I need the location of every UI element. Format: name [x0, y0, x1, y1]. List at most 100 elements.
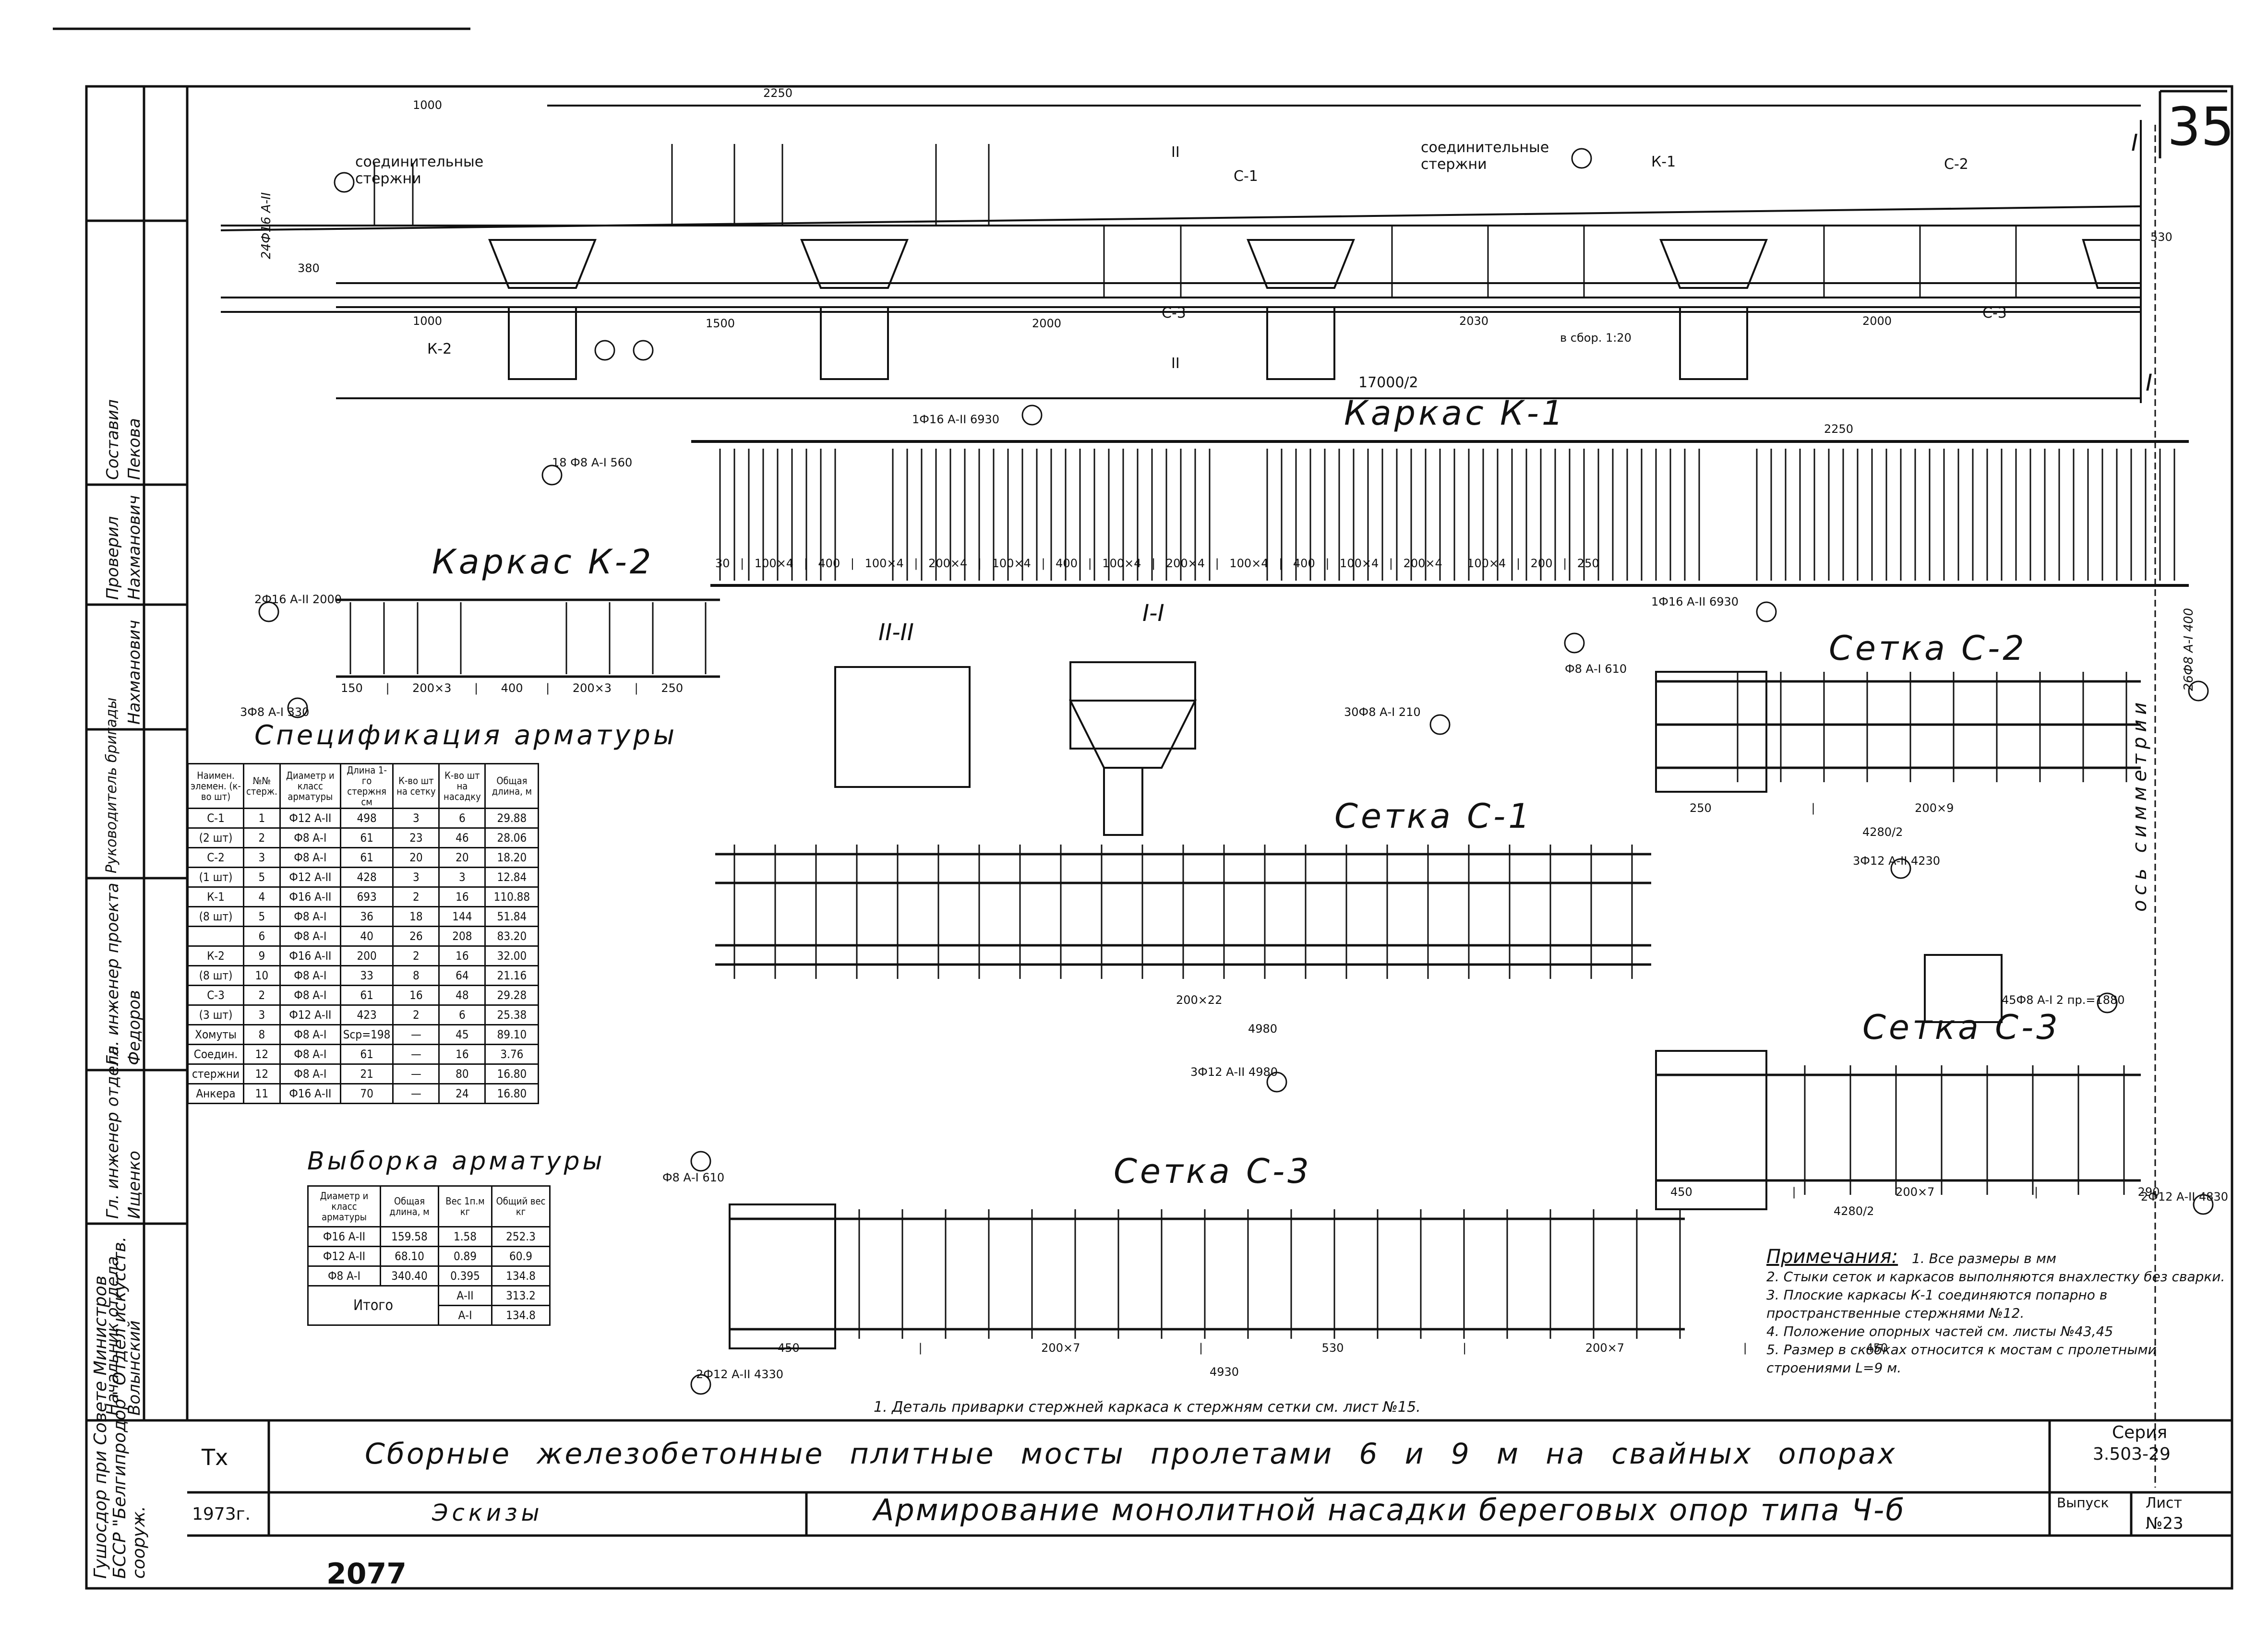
- spec-cell: Ф8 А-I: [279, 847, 341, 868]
- spec-cell: —: [392, 1063, 440, 1084]
- spec-cell: (2 шт): [187, 827, 244, 848]
- title-section-ii: II-II: [878, 619, 914, 646]
- title-setka-c3-right: Сетка С-3: [1862, 1008, 2061, 1047]
- vyborka-table: Диаметр и класс арматуры Общая длина, м …: [307, 1185, 551, 1326]
- spec-cell: 21.16: [484, 965, 540, 986]
- dim-top-mid: 2250: [763, 86, 793, 100]
- spec-cell: 208: [438, 926, 486, 947]
- dims-c2-total: 4280/2: [1862, 825, 1903, 839]
- spec-cell: Ф8 А-I: [279, 926, 341, 947]
- label-connecting-left: соединительные стержни: [355, 154, 484, 187]
- label-c3-a: С-3: [1162, 305, 1186, 322]
- title-list-label: Лист: [2146, 1495, 2183, 1512]
- spec-cell: Ф8 А-I: [279, 906, 341, 927]
- title-vypusk-label: Выпуск: [2057, 1495, 2109, 1511]
- title-karkas-k2: Каркас К-2: [432, 542, 654, 582]
- spec-cell: Ф8 А-I: [279, 985, 341, 1006]
- vyborka-total-label: Итого: [307, 1285, 439, 1326]
- spec-cell: 1: [243, 808, 281, 829]
- spec-cell: 48: [438, 985, 486, 1006]
- spec-cell: Ф8 А-I: [279, 1063, 341, 1084]
- spec-cell: 3: [438, 867, 486, 888]
- vyborka-cell: 340.40: [380, 1265, 439, 1287]
- spec-cell: 46: [438, 827, 486, 848]
- spec-cell: 33: [339, 965, 394, 986]
- title-seria-value: 3.503-29: [2093, 1444, 2171, 1464]
- spec-cell: (8 шт): [187, 906, 244, 927]
- note-item: 4. Положение опорных частей см. листы №4…: [1766, 1323, 2113, 1339]
- dim-top-left: 1000: [413, 98, 443, 112]
- dims-c3l-total: 4930: [1210, 1365, 1239, 1379]
- dim-380: 380: [298, 262, 320, 275]
- dim-1500: 1500: [706, 317, 735, 330]
- spec-cell: 61: [339, 1044, 394, 1065]
- spec-cell: 64: [438, 965, 486, 986]
- vyborka-total-row: А-I 134.8: [308, 1305, 551, 1326]
- stamp-code: 2077: [326, 1557, 407, 1591]
- dims-c2-bottom: 250 | 200×9: [1690, 801, 1954, 815]
- role-label: Гл. инженер проекта: [103, 882, 122, 1065]
- spec-cell: (8 шт): [187, 965, 244, 986]
- spec-cell: 498: [339, 808, 394, 829]
- spec-cell: Соедин.: [187, 1044, 244, 1065]
- spec-cell: Ф8 А-I: [279, 965, 341, 986]
- vyborka-cell: 0.395: [438, 1265, 492, 1287]
- dim-2030: 2030: [1459, 314, 1489, 328]
- vyborka-header: Общая длина, м: [380, 1185, 439, 1227]
- spec-cell: 4: [243, 886, 281, 907]
- note-item: 2. Стыки сеток и каркасов выполняются вн…: [1766, 1269, 2225, 1285]
- label-c2: С-2: [1944, 156, 1968, 173]
- footnote: 1. Деталь приварки стержней каркаса к ст…: [874, 1399, 1421, 1416]
- spec-cell: 83.20: [484, 926, 540, 947]
- title-symmetry: ось симметрии: [2129, 697, 2151, 912]
- spec-cell: 89.10: [484, 1024, 540, 1045]
- title-karkas-k1: Каркас К-1: [1344, 393, 1566, 433]
- spec-header: К-во шт на насадку: [438, 763, 486, 809]
- spec-header: Диаметр и класс арматуры: [279, 763, 341, 809]
- dims-c3l-bottom: 450 | 200×7 | 530 | 200×7 | 450: [778, 1341, 1888, 1355]
- bar-call-4: 1Ф16 А-II 6930: [912, 413, 1000, 426]
- spec-cell: 20: [438, 847, 486, 868]
- spec-cell: 200: [339, 945, 394, 966]
- spec-cell: Ф12 А-II: [279, 808, 341, 829]
- spec-cell: 12: [243, 1063, 281, 1084]
- note-item: 1. Все размеры в мм: [1912, 1251, 2056, 1266]
- spec-cell: С-1: [187, 808, 244, 829]
- vyborka-cell: Ф12 А-II: [307, 1246, 381, 1267]
- spec-cell: 2: [392, 886, 440, 907]
- spec-cell: 2: [392, 945, 440, 966]
- role-name: Нахманович: [125, 619, 144, 725]
- spec-cell: (1 шт): [187, 867, 244, 888]
- mark-ii-bot: II: [1171, 355, 1180, 372]
- spec-cell: 18.20: [484, 847, 540, 868]
- bar-call-3c: 2Ф12 А-II 4330: [696, 1368, 784, 1381]
- title-year: 1973г.: [192, 1504, 251, 1524]
- role-name: Пекова: [125, 418, 144, 480]
- title-setka-c1: Сетка С-1: [1334, 797, 1533, 836]
- spec-cell: Ф16 А-II: [279, 945, 341, 966]
- spec-table: Наимен. элемен. (к-во шт) №№ стерж. Диам…: [187, 763, 540, 1104]
- role-label: Начальник отдела: [103, 1256, 122, 1416]
- vyborka-total-row: Итого А-II 313.2: [307, 1285, 551, 1326]
- spec-cell: 70: [339, 1083, 394, 1104]
- sheet-number: 35: [2167, 96, 2234, 157]
- spec-cell: Ф8 А-I: [279, 1024, 341, 1045]
- spec-cell: 6: [243, 926, 281, 947]
- spec-cell: 45: [438, 1024, 486, 1045]
- spec-cell: Ф16 А-II: [279, 1083, 341, 1104]
- spec-cell: 29.28: [484, 985, 540, 1006]
- role-name: Волынский: [125, 1320, 144, 1416]
- spec-header: Длина 1-го стержня см: [339, 763, 394, 809]
- bar-call-10: 3Ф8 А-I 330: [240, 705, 310, 719]
- spec-cell: 12: [243, 1044, 281, 1065]
- spec-cell: 25.38: [484, 1004, 540, 1025]
- title-tx: Тх: [202, 1444, 228, 1470]
